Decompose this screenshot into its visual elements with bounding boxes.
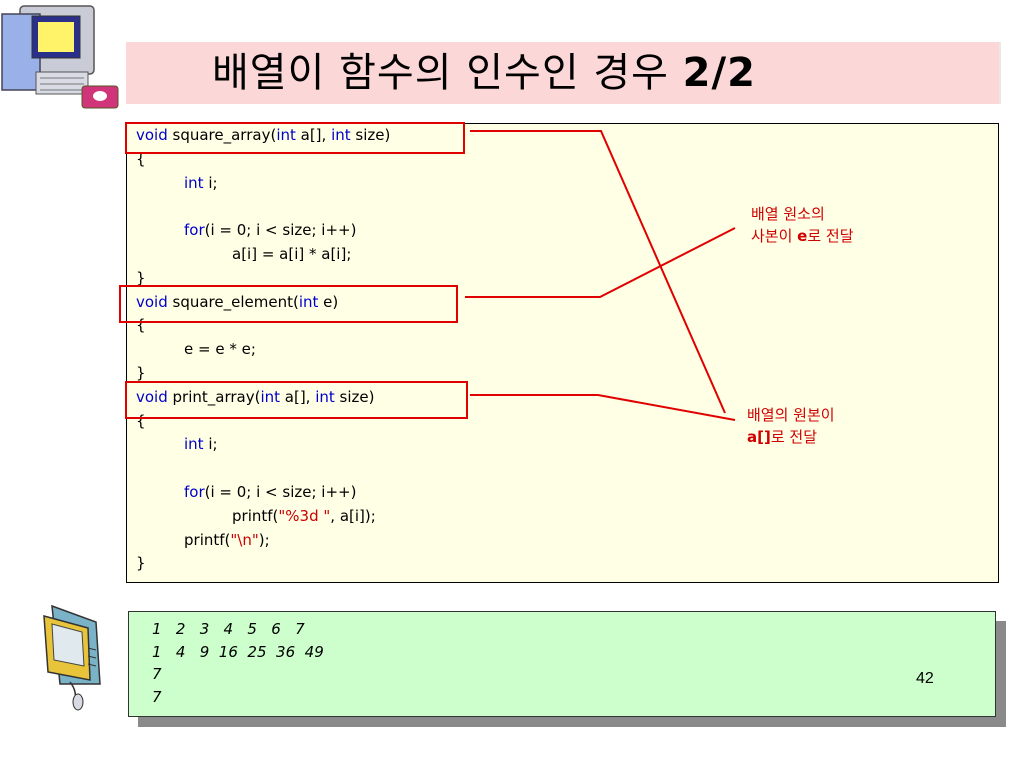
output-line: 1 2 3 4 5 6 7: [152, 620, 305, 638]
code-line: a[i] = a[i] * a[i];: [232, 244, 352, 263]
code-line: printf("\n");: [184, 530, 270, 549]
code-line: {: [136, 149, 146, 168]
code-line: for(i = 0; i < size; i++): [184, 482, 357, 501]
code-line: int i;: [184, 173, 218, 192]
code-line: void print_array(int a[], int size): [136, 387, 375, 406]
connector-line-print-array: [470, 394, 736, 421]
page-number: 42: [916, 670, 934, 687]
connector-line-square-element: [465, 227, 736, 298]
code-line: {: [136, 411, 146, 430]
code-line: }: [136, 363, 146, 382]
code-line: printf("%3d ", a[i]);: [232, 506, 376, 525]
code-line: }: [136, 554, 146, 573]
slide-title: 배열이 함수의 인수인 경우 2/2: [212, 44, 756, 102]
code-listing: void square_array(int a[], int size) { i…: [136, 124, 390, 576]
note-original-passed: 배열의 원본이 a[]로 전달: [747, 406, 835, 446]
note-copy-passed: 배열 원소의 사본이 e로 전달: [751, 205, 854, 245]
connector-line-square-array: [470, 130, 726, 414]
code-line: }: [136, 268, 146, 287]
output-box: [128, 611, 996, 717]
code-box: [126, 123, 999, 583]
output-line: 7: [152, 665, 162, 683]
output-line: 7: [152, 687, 162, 706]
highlight-box-square-array: [125, 122, 465, 154]
code-line: for(i = 0; i < size; i++): [184, 221, 357, 240]
code-line: void square_element(int e): [136, 292, 339, 311]
desktop-computer-icon: [1, 5, 119, 109]
program-output: 1 2 3 4 5 6 7 1 4 9 16 25 36 49 7 7: [152, 618, 324, 708]
code-line: void square_array(int a[], int size): [136, 126, 391, 144]
title-bar: [126, 42, 1001, 104]
slide-title-suffix: 2/2: [682, 50, 756, 96]
code-line: int i;: [184, 435, 218, 454]
code-line: {: [136, 316, 146, 335]
code-line: e = e * e;: [184, 340, 256, 359]
highlight-box-square-element: [119, 285, 458, 323]
slide-title-main: 배열이 함수의 인수인 경우: [212, 50, 683, 96]
output-line: 1 4 9 16 25 36 49: [152, 642, 324, 661]
highlight-box-print-array: [125, 381, 468, 419]
